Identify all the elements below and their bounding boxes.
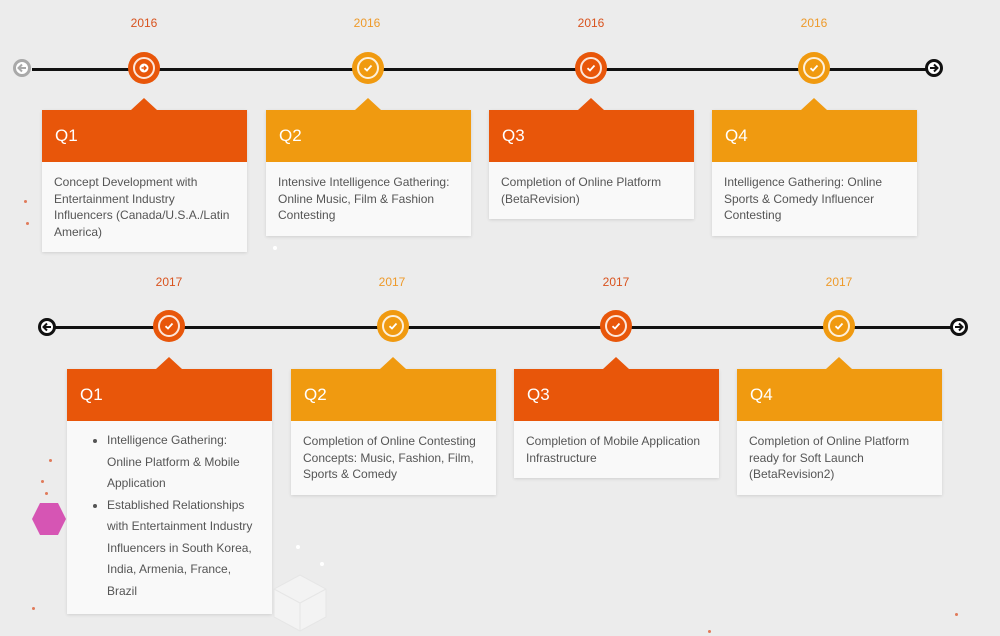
quarter-description: Intelligence Gathering: Online Sports & … [724,175,883,222]
year-label: 2016 [353,16,381,30]
quarter-card-q1: Q1 Concept Development with Entertainmen… [42,98,247,252]
decor-dot [26,222,29,225]
quarter-marker-q1[interactable] [128,52,160,84]
quarter-title: Q4 [725,126,748,145]
quarter-title: Q4 [750,385,773,404]
check-icon [809,64,819,72]
arrow-left-icon [17,63,26,73]
arrow-right-icon [955,322,964,332]
year-label: 2016 [130,16,158,30]
quarter-description: Completion of Online Contesting Concepts… [303,434,476,481]
timeline-line [55,326,951,329]
decor-dot [320,562,324,566]
decor-cube [273,574,327,632]
year-label: 2017 [378,275,406,289]
next-arrow-button[interactable] [950,318,968,336]
check-icon [611,322,621,330]
quarter-card-q1: Q1 Intelligence Gathering: Online Platfo… [67,357,272,614]
quarter-description: Completion of Online Platform (BetaRevis… [501,175,662,206]
quarter-title: Q1 [55,126,78,145]
quarter-card-q2: Q2 Intensive Intelligence Gathering: Onl… [266,98,471,236]
quarter-marker-q3[interactable] [575,52,607,84]
list-item: Established Relationships with Entertain… [107,495,260,603]
year-label: 2017 [602,275,630,289]
quarter-card-q4: Q4 Intelligence Gathering: Online Sports… [712,98,917,236]
check-icon [363,64,373,72]
quarter-title: Q3 [502,126,525,145]
quarter-card-q3: Q3 Completion of Online Platform (BetaRe… [489,98,694,219]
quarter-card-q4: Q4 Completion of Online Platform ready f… [737,357,942,495]
arrow-right-circle-icon [139,63,149,73]
quarter-title: Q1 [80,385,103,404]
quarter-marker-q3[interactable] [600,310,632,342]
quarter-marker-q2[interactable] [352,52,384,84]
decor-dot [32,607,35,610]
quarter-description: Intensive Intelligence Gathering: Online… [278,175,450,222]
check-icon [388,322,398,330]
prev-arrow-button[interactable] [13,59,31,77]
decor-hexagon [32,503,66,535]
quarter-card-q3: Q3 Completion of Mobile Application Infr… [514,357,719,478]
decor-dot [273,246,277,250]
timeline-line [32,68,927,71]
quarter-description: Completion of Mobile Application Infrast… [526,434,701,465]
year-label: 2017 [155,275,183,289]
decor-dot [708,630,711,633]
year-label: 2016 [800,16,828,30]
quarter-description: Concept Development with Entertainment I… [54,175,230,239]
decor-dot [955,613,958,616]
next-arrow-button[interactable] [925,59,943,77]
quarter-title: Q3 [527,385,550,404]
prev-arrow-button[interactable] [38,318,56,336]
decor-dot [24,200,27,203]
quarter-marker-q1[interactable] [153,310,185,342]
decor-dot [296,545,300,549]
quarter-title: Q2 [304,385,327,404]
list-item: Intelligence Gathering: Online Platform … [107,430,260,495]
arrow-right-icon [930,63,939,73]
quarter-card-q2: Q2 Completion of Online Contesting Conce… [291,357,496,495]
quarter-title: Q2 [279,126,302,145]
check-icon [586,64,596,72]
quarter-marker-q4[interactable] [798,52,830,84]
quarter-description: Completion of Online Platform ready for … [749,434,910,481]
check-icon [164,322,174,330]
quarter-marker-q4[interactable] [823,310,855,342]
arrow-left-icon [42,322,51,332]
check-icon [834,322,844,330]
year-label: 2016 [577,16,605,30]
year-label: 2017 [825,275,853,289]
decor-dot [45,492,48,495]
quarter-marker-q2[interactable] [377,310,409,342]
quarter-bullet-list: Intelligence Gathering: Online Platform … [79,430,260,602]
decor-dot [49,459,52,462]
decor-dot [41,480,44,483]
